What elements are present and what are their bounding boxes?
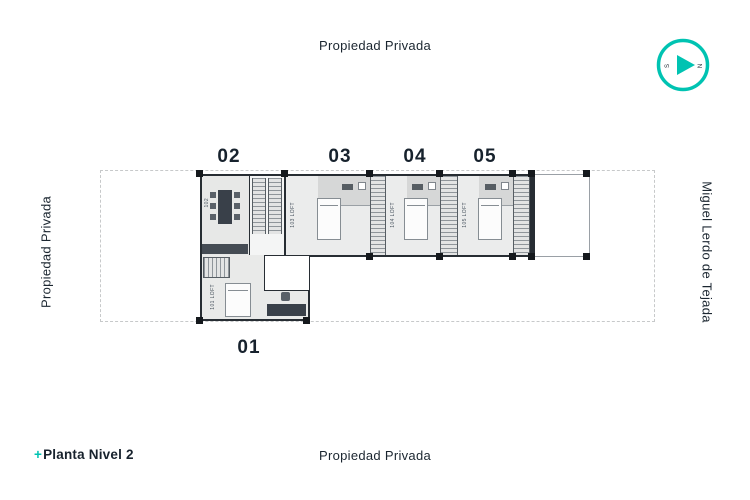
toilet-icon <box>342 184 353 190</box>
column <box>366 253 373 260</box>
chair-icon <box>281 292 290 301</box>
unit-label-04: 04 <box>403 146 427 167</box>
unit-02-tag: 102 <box>204 198 210 208</box>
compass-icon: S N <box>656 38 710 92</box>
unit-01-desk <box>267 304 306 316</box>
unit-03-room: 103 LOFT <box>285 176 370 255</box>
column <box>196 317 203 324</box>
unit-label-02: 02 <box>217 146 241 167</box>
bed-icon <box>225 283 251 317</box>
label-propiedad-privada-top: Propiedad Privada <box>318 38 432 53</box>
plus-icon: + <box>34 447 43 462</box>
unit-05-room: 105 LOFT <box>458 176 513 255</box>
chair-icon <box>210 214 216 220</box>
plan-title-text: Planta Nivel 2 <box>43 447 134 462</box>
bed-icon <box>317 198 341 240</box>
unit-04-room: 104 LOFT <box>386 176 440 255</box>
unit-label-05: 05 <box>473 146 497 167</box>
column <box>509 253 516 260</box>
chair-icon <box>210 192 216 198</box>
chair-icon <box>234 192 240 198</box>
unit-01-tag: 101 LOFT <box>210 284 216 310</box>
toilet-icon <box>485 184 496 190</box>
unit-03-stairs <box>370 176 386 255</box>
chair-icon <box>234 203 240 209</box>
stair-flight <box>252 178 266 234</box>
bed-icon <box>404 198 428 240</box>
sink-icon <box>501 182 509 190</box>
column <box>436 170 443 177</box>
column <box>196 170 203 177</box>
column <box>528 253 535 260</box>
sink-icon <box>428 182 436 190</box>
sink-icon <box>358 182 366 190</box>
unit-04-stairs <box>440 176 458 255</box>
property-boundary-line <box>100 170 655 322</box>
label-propiedad-privada-bottom: Propiedad Privada <box>318 448 432 463</box>
unit-01-stairs <box>203 257 230 278</box>
unit-02-table <box>218 190 232 224</box>
plan-title: +Planta Nivel 2 <box>34 447 134 462</box>
compass-south-label: S <box>665 64 671 68</box>
unit-label-03: 03 <box>328 146 352 167</box>
compass-north-label: N <box>698 64 704 68</box>
stair-flight <box>268 178 282 234</box>
column <box>303 317 310 324</box>
unit-label-01: 01 <box>237 337 261 358</box>
chair-icon <box>234 214 240 220</box>
column <box>583 253 590 260</box>
unit-02-counter <box>202 244 248 254</box>
unit-03-tag: 103 LOFT <box>290 202 296 228</box>
column <box>281 170 288 177</box>
label-propiedad-privada-left: Propiedad Privada <box>38 195 54 309</box>
unit-04-tag: 104 LOFT <box>390 202 396 228</box>
unit-05-tag: 105 LOFT <box>462 202 468 228</box>
patio-cutout <box>264 255 310 291</box>
chair-icon <box>210 203 216 209</box>
column <box>436 253 443 260</box>
unit-05-stairs <box>513 176 530 255</box>
column <box>509 170 516 177</box>
label-street-miguel-lerdo: Miguel Lerdo de Tejada <box>699 181 715 323</box>
bed-icon <box>478 198 502 240</box>
toilet-icon <box>412 184 423 190</box>
terrace <box>532 174 590 257</box>
column <box>366 170 373 177</box>
column <box>528 170 535 177</box>
column <box>583 170 590 177</box>
